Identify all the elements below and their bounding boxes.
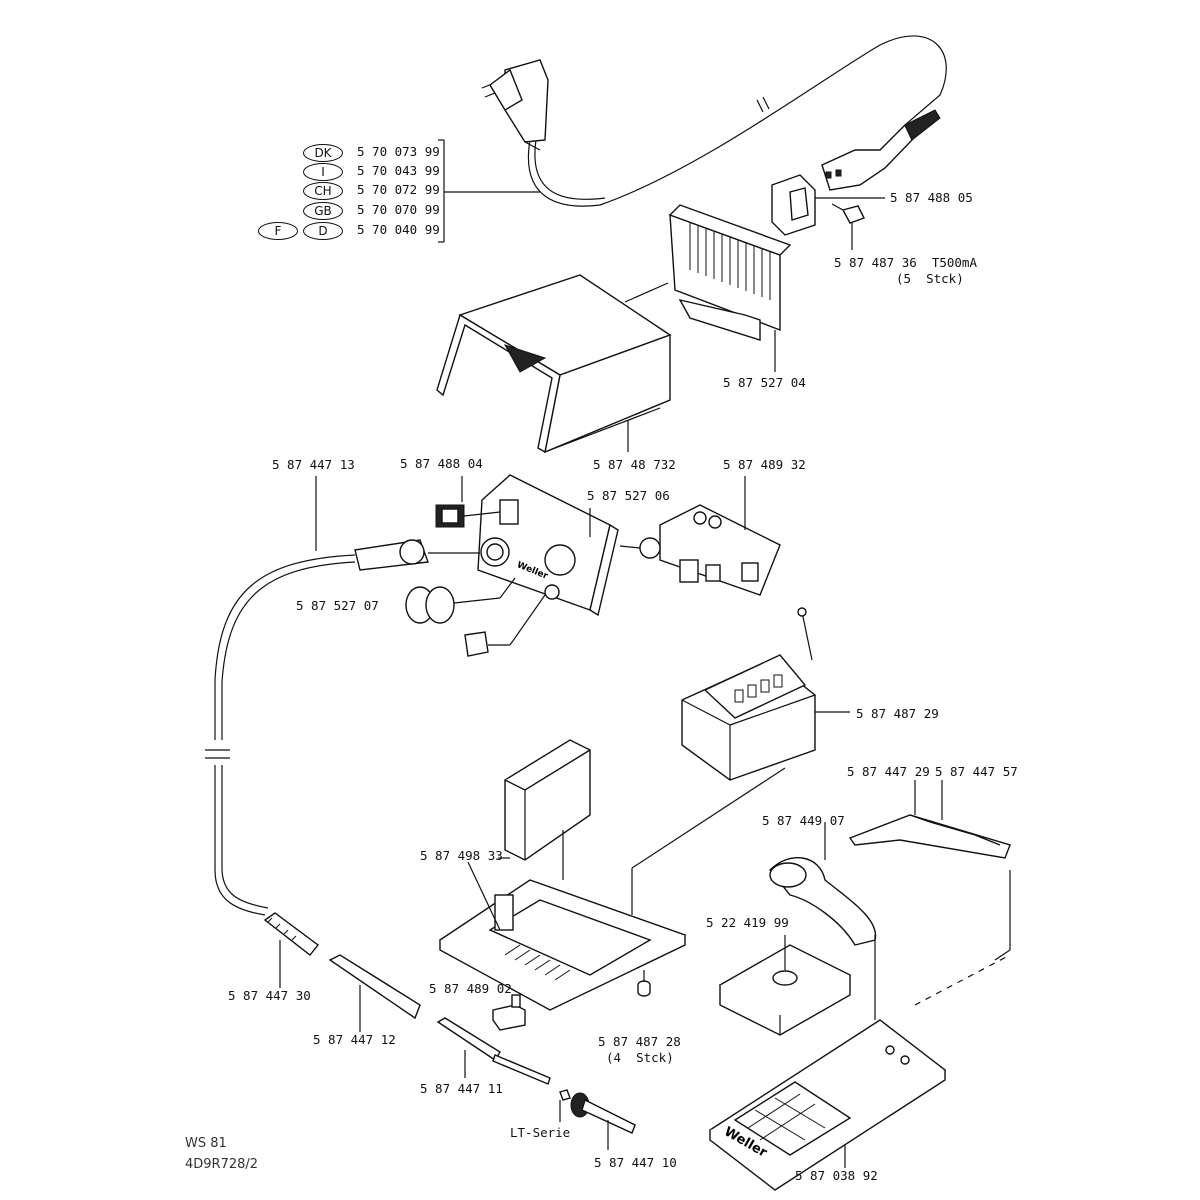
part-label-sponge: 5 22 419 99 <box>706 915 789 930</box>
part-label-foot-qty: (4 Stck) <box>606 1050 674 1065</box>
part-label-holder-a: 5 87 447 29 <box>847 764 930 779</box>
country-badge-gb: GB <box>303 202 343 220</box>
part-label-shield: 5 87 498 33 <box>420 848 503 863</box>
mains-cable <box>438 35 947 243</box>
country-badge-i: I <box>303 163 343 181</box>
country-part-i: 5 70 043 99 <box>357 163 440 178</box>
housing-cover <box>436 274 672 454</box>
part-label-switch: 5 87 488 04 <box>400 456 483 471</box>
stand-tray <box>708 1019 947 1191</box>
part-label-stand: 5 87 038 92 <box>795 1168 878 1183</box>
country-badge-ch: CH <box>303 182 343 200</box>
country-badge-dk: DK <box>303 144 343 162</box>
country-part-ch: 5 70 072 99 <box>357 182 440 197</box>
solder-tip <box>559 1089 636 1150</box>
front-panel <box>477 474 619 617</box>
shield-plate <box>498 739 591 880</box>
country-part-gb: 5 70 070 99 <box>357 202 440 217</box>
part-label-lt-series: LT-Serie <box>510 1125 571 1140</box>
part-label-holder-b: 5 87 447 57 <box>935 764 1018 779</box>
part-label-foot-b: 5 87 487 28 <box>598 1034 681 1049</box>
control-knob <box>405 577 546 657</box>
screw <box>797 607 813 661</box>
part-label-spring: 5 87 449 07 <box>762 813 845 828</box>
rocker-switch <box>435 476 501 528</box>
fuse <box>831 203 865 250</box>
document-number: 4D9R728/2 <box>185 1157 259 1172</box>
transformer <box>631 654 850 915</box>
spring-holder <box>769 822 877 1020</box>
cleaning-sponge <box>718 935 852 1036</box>
country-badge-d: D <box>303 222 343 240</box>
mains-plug <box>481 59 549 151</box>
iec-connector <box>821 109 941 191</box>
part-label-heater: 5 87 447 11 <box>420 1081 503 1096</box>
country-part-d: 5 70 040 99 <box>357 222 440 237</box>
power-inlet <box>771 174 885 236</box>
iron-cable <box>205 476 480 916</box>
rear-panel <box>624 204 792 372</box>
part-label-foot-a: 5 87 489 02 <box>429 981 512 996</box>
heating-element <box>436 1017 551 1085</box>
part-label-fuse: 5 87 487 36 T500mA <box>834 255 977 270</box>
part-label-housing: 5 87 48 732 <box>593 457 676 472</box>
rubber-foot <box>492 994 526 1031</box>
part-label-knob: 5 87 527 07 <box>296 598 379 613</box>
holder-clip <box>848 780 1011 961</box>
part-label-inlet: 5 87 488 05 <box>890 190 973 205</box>
part-label-fuse-qty: (5 Stck) <box>896 271 964 286</box>
model-label: WS 81 <box>185 1136 227 1151</box>
base-chassis <box>438 861 687 1011</box>
part-label-sleeve: 5 87 447 30 <box>228 988 311 1003</box>
iron-sleeve <box>263 912 319 988</box>
part-label-tip: 5 87 447 10 <box>594 1155 677 1170</box>
part-label-transformer: 5 87 487 29 <box>856 706 939 721</box>
iron-handle <box>328 954 421 1032</box>
part-label-pcb: 5 87 489 32 <box>723 457 806 472</box>
part-label-iron-cable: 5 87 447 13 <box>272 457 355 472</box>
part-label-front-panel: 5 87 527 06 <box>587 488 670 503</box>
country-part-dk: 5 70 073 99 <box>357 144 440 159</box>
part-label-handle: 5 87 447 12 <box>313 1032 396 1047</box>
country-badge-f: F <box>258 222 298 240</box>
control-pcb <box>619 476 781 596</box>
part-label-rear-panel: 5 87 527 04 <box>723 375 806 390</box>
